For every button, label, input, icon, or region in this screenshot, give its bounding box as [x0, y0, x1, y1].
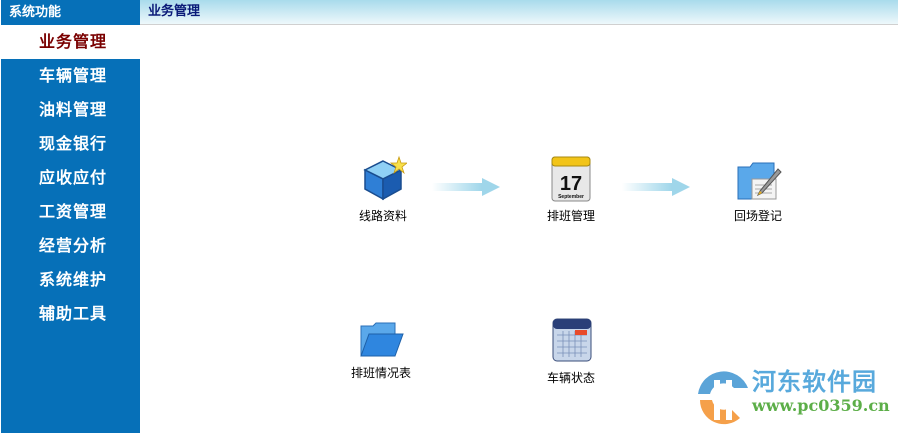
cube-star-icon: [359, 155, 409, 203]
watermark-url: www.pc0359.cn: [752, 396, 890, 415]
header-bar: 业务管理: [140, 0, 898, 25]
open-folder-icon: [357, 320, 405, 360]
shortcut-return-registration[interactable]: 回场登记: [708, 155, 808, 224]
sidebar-title: 系统功能: [9, 5, 62, 20]
sidebar-item-vehicles[interactable]: 车辆管理: [39, 66, 108, 85]
calendar-grid-icon: [547, 317, 595, 365]
page-title: 业务管理: [148, 4, 201, 19]
sidebar-item-maintenance[interactable]: 系统维护: [39, 270, 108, 289]
sidebar: 系统功能 业务管理 车辆管理 油料管理 现金银行 应收应付 工资管理 经营分析 …: [1, 0, 140, 433]
folder-pen-icon: [734, 155, 782, 203]
flow-arrow-icon: [432, 178, 502, 196]
shortcut-vehicle-status[interactable]: 车辆状态: [521, 317, 621, 386]
shortcut-scheduling[interactable]: 17 September 排班管理: [521, 155, 621, 224]
sidebar-item-receivables[interactable]: 应收应付: [39, 168, 108, 187]
watermark-name: 河东软件园: [752, 368, 877, 396]
flow-arrow-icon: [622, 178, 692, 196]
sidebar-item-business[interactable]: 业务管理: [1, 25, 140, 59]
shortcut-label: 排班管理: [546, 209, 595, 223]
sidebar-item-fuel[interactable]: 油料管理: [39, 100, 108, 119]
sidebar-item-payroll[interactable]: 工资管理: [39, 202, 108, 221]
shortcut-schedule-report[interactable]: 排班情况表: [331, 320, 431, 381]
shortcut-label: 回场登记: [733, 209, 782, 223]
watermark-logo-icon: [698, 371, 748, 425]
shortcut-route-data[interactable]: 线路资料: [333, 155, 433, 224]
watermark: 河东软件园 www.pc0359.cn: [694, 360, 894, 430]
shortcut-label: 线路资料: [358, 209, 407, 223]
shortcut-label: 排班情况表: [350, 366, 411, 380]
calendar-date-icon: 17 September: [547, 155, 595, 203]
sidebar-item-tools[interactable]: 辅助工具: [39, 304, 108, 323]
shortcut-label: 车辆状态: [546, 371, 595, 385]
svg-text:September: September: [558, 194, 584, 200]
sidebar-item-analysis[interactable]: 经营分析: [39, 236, 108, 255]
sidebar-item-cash-bank[interactable]: 现金银行: [39, 134, 108, 153]
svg-text:17: 17: [560, 173, 582, 195]
